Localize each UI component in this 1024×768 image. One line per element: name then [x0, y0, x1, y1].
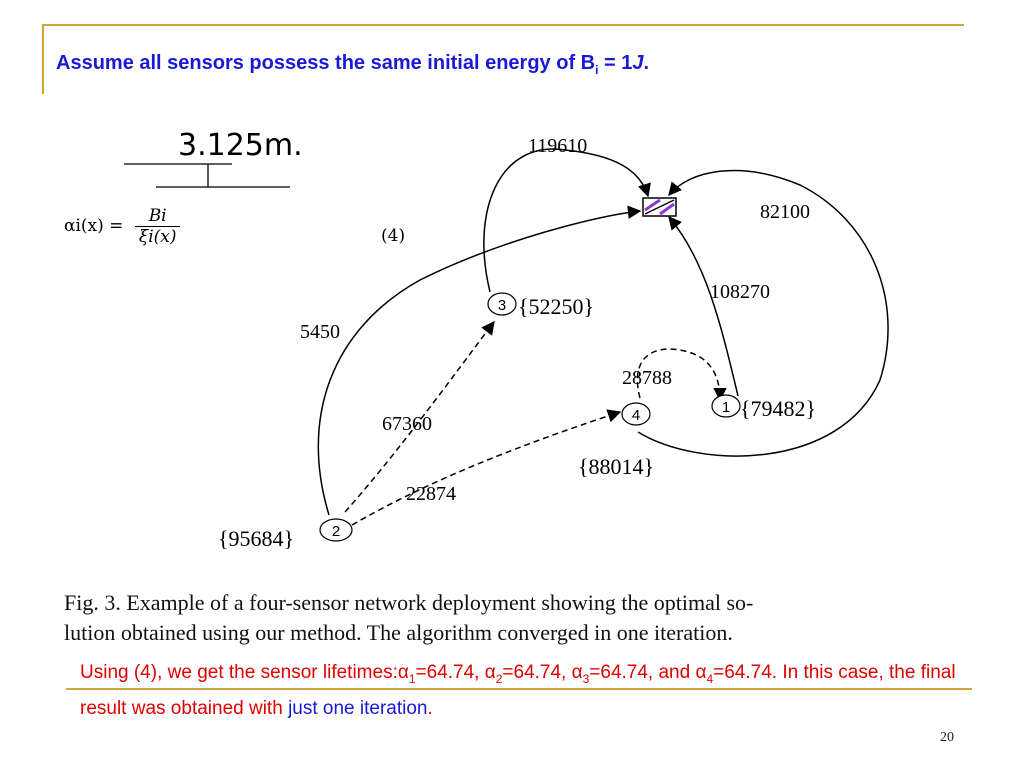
- sink-node: [642, 197, 677, 217]
- edge-4-to-sink: [637, 169, 889, 457]
- sensor-node-1: 1 {79482}: [711, 394, 816, 421]
- scale-label: 3.125m.: [178, 128, 303, 163]
- slide-title: Assume all sensors possess the same init…: [56, 52, 650, 77]
- svg-text:{88014}: {88014}: [578, 454, 654, 479]
- scale-bar: [124, 163, 290, 188]
- equation-lhs: αi(x) =: [64, 216, 124, 236]
- result-note: Using (4), we get the sensor lifetimes:α…: [80, 662, 956, 719]
- equation-fraction: Bi ξi(x): [134, 206, 181, 247]
- edge-label-119610: 119610: [528, 135, 587, 157]
- edge-1-to-sink: [668, 215, 739, 397]
- edge-2-to-4: [351, 409, 622, 526]
- edge-label-67360: 67360: [382, 413, 432, 435]
- equation: αi(x) = Bi ξi(x): [64, 206, 181, 247]
- edge-label-28788: 28788: [622, 367, 672, 389]
- edge-label-82100: 82100: [760, 201, 810, 223]
- edge-2-to-sink: [317, 205, 642, 516]
- sensor-node-2: 2 {95684}: [218, 518, 353, 551]
- svg-text:2: 2: [332, 523, 340, 540]
- edge-label-108270: 108270: [710, 281, 770, 303]
- edge-label-5450: 5450: [300, 321, 340, 343]
- svg-text:{95684}: {95684}: [218, 526, 294, 551]
- sensor-node-3: 3 {52250}: [487, 292, 594, 319]
- page-number: 20: [940, 730, 954, 745]
- svg-text:4: 4: [632, 407, 640, 424]
- sensor-node-4: 4 {88014}: [578, 402, 654, 479]
- equation-number: (4): [381, 226, 406, 246]
- edge-3-to-sink: [483, 148, 651, 293]
- edge-2-to-3: [344, 320, 495, 513]
- caption-line-2: lution obtained using our method. The al…: [64, 620, 733, 645]
- figure-caption: Fig. 3. Example of a four-sensor network…: [64, 588, 964, 648]
- svg-text:{52250}: {52250}: [518, 294, 594, 319]
- top-rule: [42, 24, 964, 26]
- svg-text:1: 1: [722, 399, 730, 416]
- bottom-rule: [66, 688, 972, 690]
- highlight-one-iteration: just one iteration: [288, 697, 428, 719]
- edge-label-22874: 22874: [406, 483, 456, 505]
- equation-numerator: Bi: [134, 206, 181, 227]
- left-rule: [42, 24, 44, 94]
- caption-line-1: Fig. 3. Example of a four-sensor network…: [64, 590, 754, 615]
- svg-text:{79482}: {79482}: [740, 396, 816, 421]
- equation-denominator: ξi(x): [138, 227, 177, 247]
- svg-text:3: 3: [498, 297, 506, 314]
